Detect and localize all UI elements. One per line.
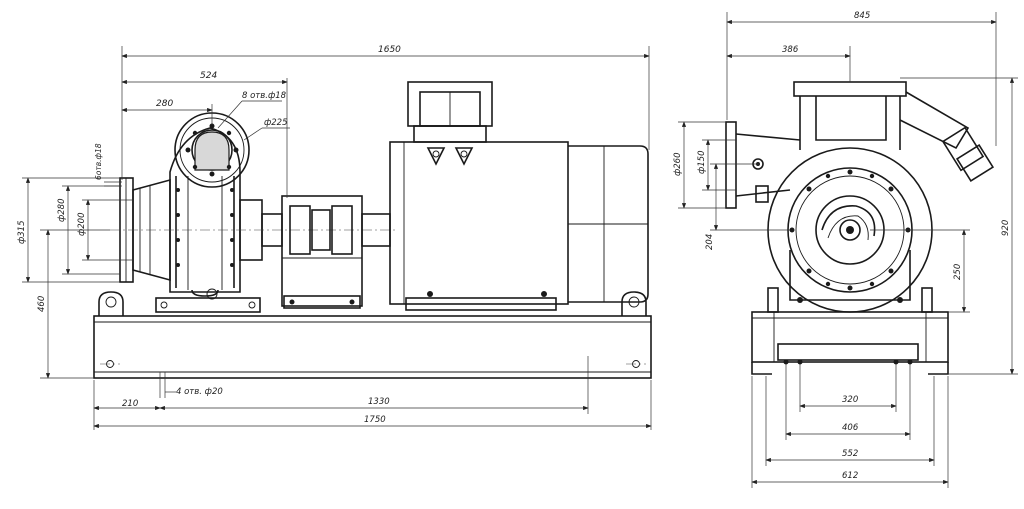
side-inlet-flange xyxy=(725,121,801,209)
dim-1750: 1750 xyxy=(364,415,386,425)
dim-845: 845 xyxy=(854,11,870,21)
dim-524: 524 xyxy=(200,71,217,81)
front-view: 1650 524 280 8 отв.ф18 ф225 6отв.ф18 xyxy=(17,45,652,430)
base-frame xyxy=(93,291,652,379)
note-bolt-circle: ф225 xyxy=(264,118,288,128)
dim-315: ф315 xyxy=(17,221,27,245)
pump-volute xyxy=(155,112,261,313)
dim-204: 204 xyxy=(705,234,715,250)
dim-460: 460 xyxy=(37,296,47,312)
dim-386: 386 xyxy=(782,45,799,55)
dim-260: ф260 xyxy=(673,153,683,177)
side-view: 845 386 920 250 ф260 ф150 xyxy=(673,11,1018,488)
dim-1330: 1330 xyxy=(368,397,390,407)
dim-250: 250 xyxy=(953,264,963,280)
inlet-cone xyxy=(119,177,171,283)
dim-210: 210 xyxy=(122,399,138,409)
side-dimensions: 845 386 920 250 ф260 ф150 xyxy=(673,11,1018,488)
dim-200: ф200 xyxy=(77,213,87,237)
side-outlet-pipe xyxy=(793,81,995,183)
dim-280-dia: ф280 xyxy=(57,199,67,223)
dim-552: 552 xyxy=(842,449,858,459)
coupling-guard xyxy=(281,195,391,309)
side-base xyxy=(751,287,949,375)
dim-406: 406 xyxy=(842,423,859,433)
note-8-holes: 8 отв.ф18 xyxy=(242,91,287,101)
note-4-holes: 4 отв. ф20 xyxy=(176,387,223,397)
dim-280: 280 xyxy=(156,99,173,109)
dim-920: 920 xyxy=(1001,220,1011,236)
electric-motor xyxy=(389,81,649,311)
front-dimensions: 1650 524 280 8 отв.ф18 ф225 6отв.ф18 xyxy=(17,45,652,430)
dim-1650: 1650 xyxy=(378,45,401,55)
dim-150: ф150 xyxy=(697,151,707,175)
dim-320: 320 xyxy=(842,395,858,405)
dim-612: 612 xyxy=(842,471,858,481)
note-6-holes: 6отв.ф18 xyxy=(94,143,103,180)
